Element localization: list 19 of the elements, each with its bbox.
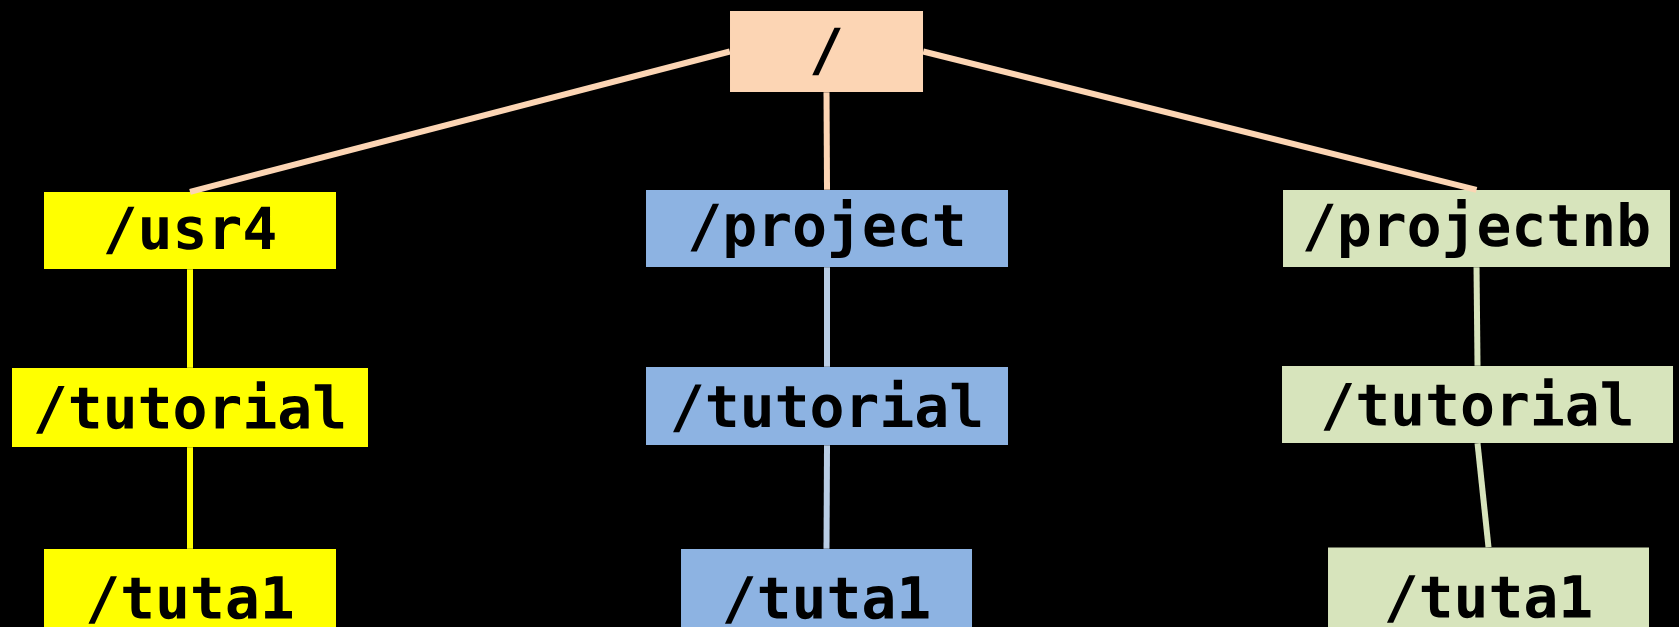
connector-line [823,92,830,190]
connector-line [187,269,193,368]
folder-box: /project [646,190,1008,267]
folder-box: /projectnb [1283,190,1670,267]
connector-line [824,267,830,367]
connector-line [922,48,1478,193]
connector-line [823,445,830,549]
connector-line [1474,442,1492,548]
folder-box: /tutorial [1282,366,1673,443]
connector-line [187,447,193,549]
folder-box: /tuta1 [681,549,972,627]
connector-line [189,48,731,195]
folder-box: /tuta1 [44,549,336,627]
folder-box: /tutorial [12,368,368,447]
folder-box: /tutorial [646,367,1008,445]
connector-line [1473,267,1481,366]
folder-box: /usr4 [44,192,336,269]
folder-box: /tuta1 [1328,547,1649,627]
folder-box: / [730,11,923,92]
